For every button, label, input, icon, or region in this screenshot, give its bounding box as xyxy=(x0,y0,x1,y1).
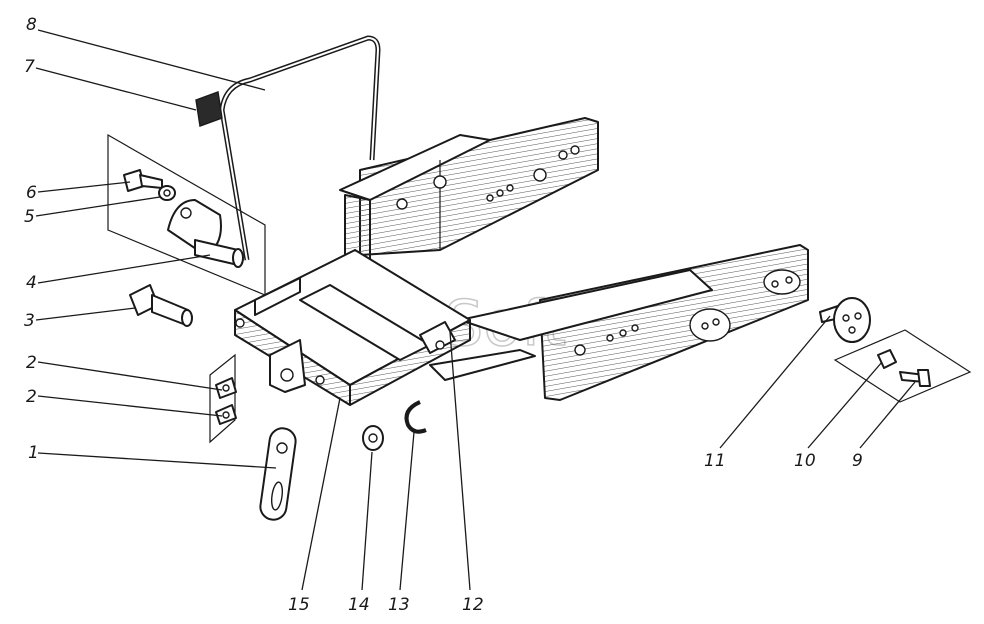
callout-7: 7 xyxy=(24,57,35,77)
lower-arm-beam xyxy=(459,244,809,401)
central-frame xyxy=(234,249,536,406)
callout-15: 15 xyxy=(288,595,310,615)
callout-8: 8 xyxy=(26,15,37,35)
part-11-flanged-pin xyxy=(819,297,871,343)
callout-2a: 2 xyxy=(26,353,37,373)
callout-4: 4 xyxy=(26,273,37,293)
callout-13: 13 xyxy=(388,595,410,615)
leader-lines xyxy=(35,29,916,591)
part-3-bolt xyxy=(129,284,193,327)
callout-labels: 8 7 6 5 4 3 2 2 1 15 14 13 12 11 10 9 xyxy=(24,15,863,615)
callout-14: 14 xyxy=(348,595,370,615)
part-6-bolt xyxy=(123,169,163,192)
part-10-nut xyxy=(877,349,897,369)
callout-10: 10 xyxy=(794,451,816,471)
part-7-block xyxy=(195,91,223,127)
upper-arm-beam xyxy=(339,117,599,261)
part-1-link xyxy=(259,427,297,521)
part-9-screw xyxy=(899,369,931,387)
backing-plate xyxy=(107,133,266,296)
part-8-rod xyxy=(219,35,381,261)
callout-3: 3 xyxy=(24,311,35,331)
callout-5: 5 xyxy=(24,207,35,227)
part-13-snap-ring xyxy=(404,400,427,434)
part-2-nuts xyxy=(209,353,237,444)
callout-9: 9 xyxy=(852,451,863,471)
callout-2b: 2 xyxy=(26,387,37,407)
part-14-washer xyxy=(362,425,384,451)
callout-1: 1 xyxy=(28,443,39,463)
small-backing-plate xyxy=(833,329,972,403)
callout-11: 11 xyxy=(704,451,726,471)
callout-12: 12 xyxy=(462,595,484,615)
part-4-pin xyxy=(167,199,244,268)
part-5-washer xyxy=(158,185,176,201)
callout-6: 6 xyxy=(26,183,37,203)
